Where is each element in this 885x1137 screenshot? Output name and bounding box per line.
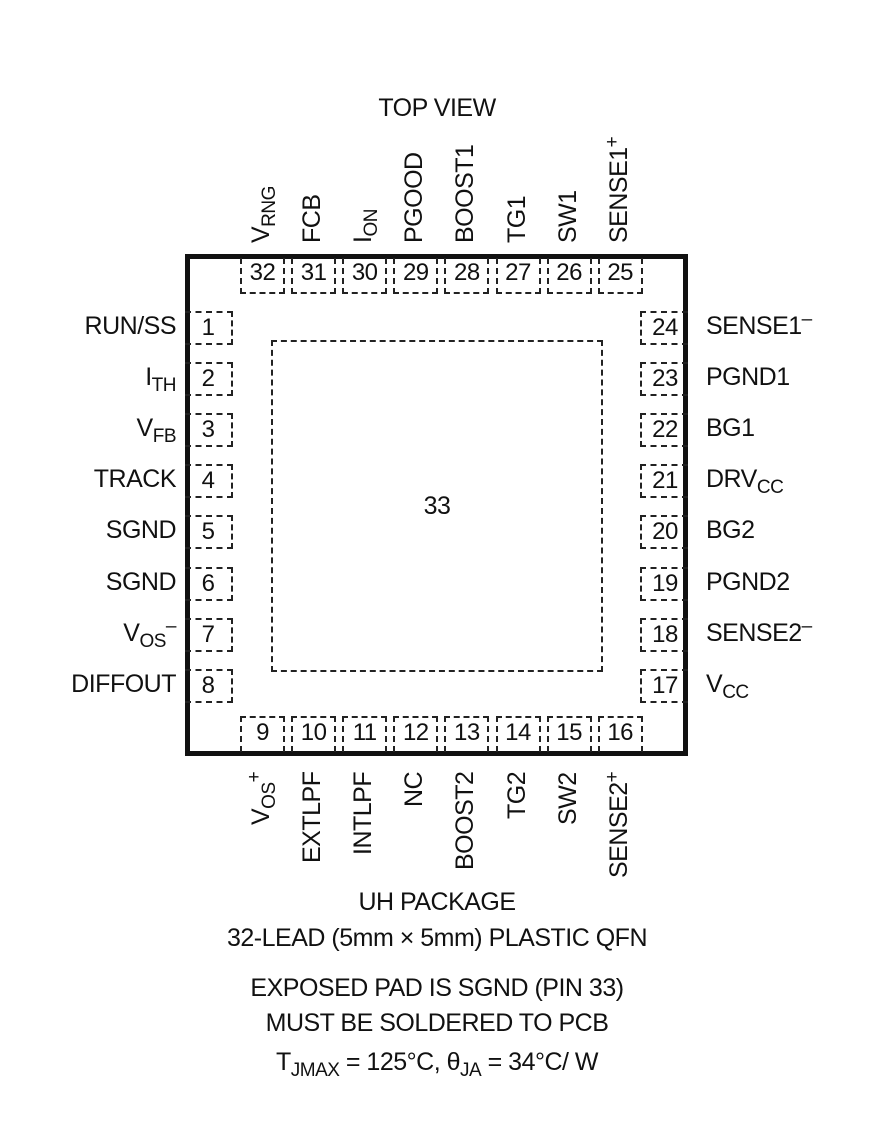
pin-pad-3: 3 [185,413,233,448]
pin-pad-16: 16 [597,716,643,752]
pin-label-30: ION [349,209,383,243]
pin-label-32: VRNG [247,186,280,243]
pin-label-11: INTLPF [349,771,378,855]
pin-label-22: BG1 [706,414,755,443]
pin-label-24: SENSE1– [706,309,812,340]
pin-label-1: RUN/SS [84,312,177,340]
pin-pad-15: 15 [546,716,592,752]
pin-pad-9: 9 [240,716,285,752]
pin-pad-30: 30 [342,258,388,294]
pin-label-21: DRVCC [706,465,784,499]
pin-pad-13: 13 [444,716,490,752]
pin-label-9: VOS+ [244,771,280,825]
pin-label-31: FCB [298,194,327,244]
package-description: 32-LEAD (5mm × 5mm) PLASTIC QFN [227,924,648,952]
pin-label-27: TG1 [502,195,531,243]
pin-label-14: TG2 [502,771,531,819]
pin-pad-19: 19 [640,566,688,601]
exposed-pad-note: EXPOSED PAD IS SGND (PIN 33) [250,974,624,1002]
pin-pad-6: 6 [185,566,233,601]
pin-pad-5: 5 [185,515,233,550]
package-outline [185,254,688,756]
pin-label-23: PGND1 [706,363,790,392]
pin-pad-29: 29 [393,258,439,294]
pin-label-4: TRACK [93,465,177,494]
pin-label-17: VCC [706,669,749,703]
pin-label-18: SENSE2– [706,615,812,647]
pin-pad-27: 27 [495,258,541,294]
pin-pad-20: 20 [640,515,688,550]
pin-label-16: SENSE2+ [601,771,633,878]
pin-label-12: NC [400,771,429,807]
pin-pad-23: 23 [640,362,688,397]
pin-pad-26: 26 [546,258,592,294]
pin-label-25: SENSE1+ [601,136,633,243]
exposed-pad [271,340,603,672]
pin-pad-7: 7 [185,617,233,652]
pin-label-29: PGOOD [400,152,429,243]
package-name: UH PACKAGE [358,888,516,916]
solder-note: MUST BE SOLDERED TO PCB [265,1009,609,1037]
pin-pad-4: 4 [185,464,233,499]
pin-label-8: DIFFOUT [71,669,176,698]
pin-pad-8: 8 [185,668,233,703]
exposed-pad-number: 33 [423,492,451,520]
thermal-specs: TJMAX = 125°C, θJA = 34°C/ W [275,1048,599,1081]
pin-label-28: BOOST1 [451,144,480,243]
pin-pad-18: 18 [640,617,688,652]
pin-pad-22: 22 [640,413,688,448]
pin-pad-21: 21 [640,464,688,499]
pin-label-13: BOOST2 [451,771,480,870]
pin-pad-25: 25 [597,258,643,294]
pin-label-15: SW2 [553,772,582,825]
pin-pad-12: 12 [393,716,439,752]
top-view-title: TOP VIEW [378,94,496,122]
pin-label-26: SW1 [553,190,582,243]
pin-pad-10: 10 [291,716,337,752]
pin-pad-1: 1 [185,311,233,345]
pin-pad-17: 17 [640,668,688,703]
pin-label-3: VFB [136,414,177,448]
pin-label-19: PGND2 [706,567,790,596]
pin-label-10: EXTLPF [298,771,327,863]
pin-pad-28: 28 [444,258,490,294]
pin-label-20: BG2 [706,516,755,545]
pin-label-6: SGND [105,567,177,596]
pin-pad-32: 32 [240,258,285,294]
pin-label-2: ITH [145,363,176,397]
pin-pad-11: 11 [342,716,388,752]
pin-label-7: VOS– [123,615,176,652]
pin-label-5: SGND [105,516,177,545]
pin-pad-31: 31 [291,258,337,294]
pin-pad-2: 2 [185,362,233,397]
pin-pad-14: 14 [495,716,541,752]
pin-pad-24: 24 [640,311,688,345]
